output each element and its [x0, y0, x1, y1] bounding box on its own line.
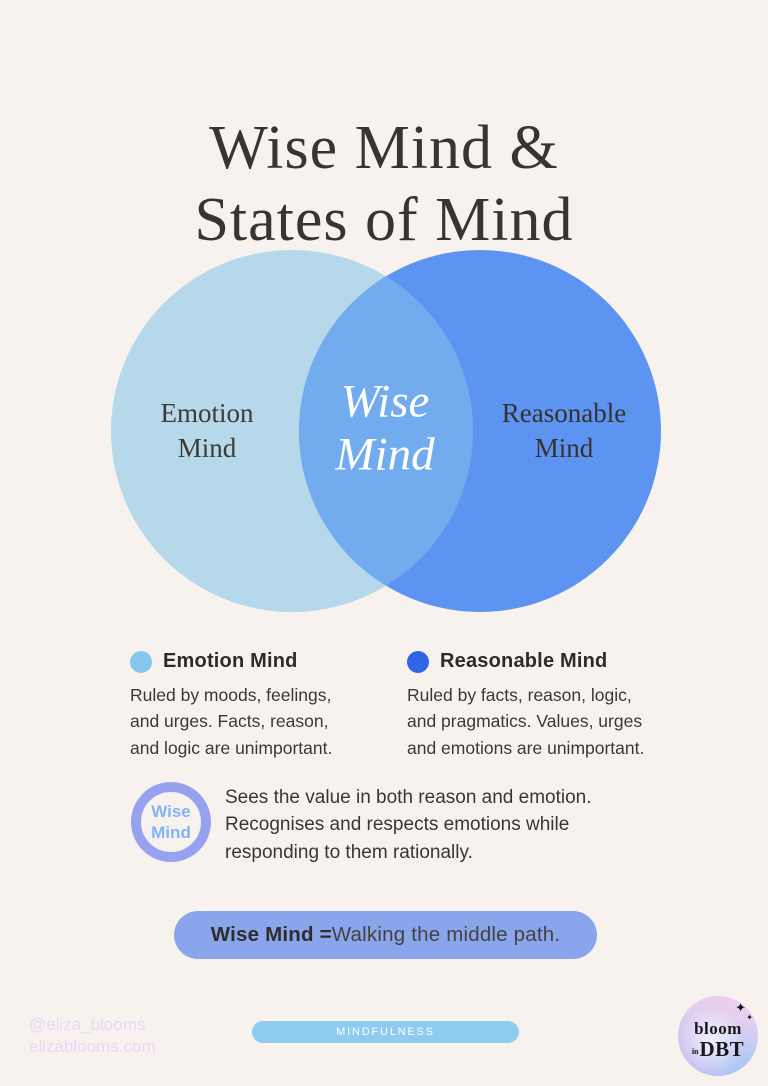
banner-text: Walking the middle path.: [331, 923, 561, 946]
wise-mind-overlap-lens: [298, 276, 474, 586]
brand-logo-text: bloom in DBT: [692, 1020, 744, 1060]
category-tag-label: MINDFULNESS: [336, 1026, 435, 1038]
category-tag-pill: MINDFULNESS: [252, 1021, 519, 1043]
legend-emotion-header: Emotion Mind: [130, 650, 402, 673]
legend-emotion-title: Emotion Mind: [163, 650, 298, 672]
legend-reasonable-mind: Reasonable Mind Ruled by facts, reason, …: [407, 650, 692, 761]
venn-diagram: [111, 250, 661, 612]
emotion-mind-label: Emotion Mind: [160, 397, 254, 463]
reasonable-dot-icon: [407, 650, 429, 673]
wise-mind-badge: Wise Mind: [131, 782, 211, 862]
middle-path-banner: Wise Mind = Walking the middle path.: [174, 911, 597, 959]
legend-emotion-description: Ruled by moods, feelings, and urges. Fac…: [130, 685, 333, 758]
legend-emotion-mind: Emotion Mind Ruled by moods, feelings, a…: [130, 650, 402, 761]
wise-mind-label: Wise Mind: [335, 375, 435, 480]
sparkle-icon: ✦: [735, 1000, 746, 1015]
website-url: elizablooms.com: [29, 1037, 156, 1057]
legend-reasonable-description: Ruled by facts, reason, logic, and pragm…: [407, 685, 645, 758]
legend-reasonable-title: Reasonable Mind: [440, 650, 608, 672]
wise-mind-badge-label: Wise Mind: [151, 801, 191, 842]
banner-highlight: Wise Mind =: [210, 923, 332, 946]
emotion-dot-icon: [130, 650, 152, 673]
logo-word-bloom: bloom: [694, 1019, 742, 1038]
sparkle-small-icon: ✦: [746, 1013, 753, 1022]
logo-word-dbt: DBT: [699, 1037, 745, 1061]
logo-word-row: in DBT: [692, 1039, 744, 1060]
logo-word-in: in: [691, 1047, 699, 1056]
reasonable-mind-label: Reasonable Mind: [501, 397, 627, 463]
brand-logo: ✦ ✦ bloom in DBT: [678, 996, 758, 1076]
social-handle: @eliza_blooms: [29, 1015, 146, 1034]
wise-mind-description: Sees the value in both reason and emotio…: [225, 787, 592, 863]
page-title: Wise Mind & States of Mind: [194, 113, 574, 255]
footer-credits: @eliza_blooms elizablooms.com: [29, 1014, 156, 1058]
legend-reasonable-header: Reasonable Mind: [407, 650, 692, 673]
